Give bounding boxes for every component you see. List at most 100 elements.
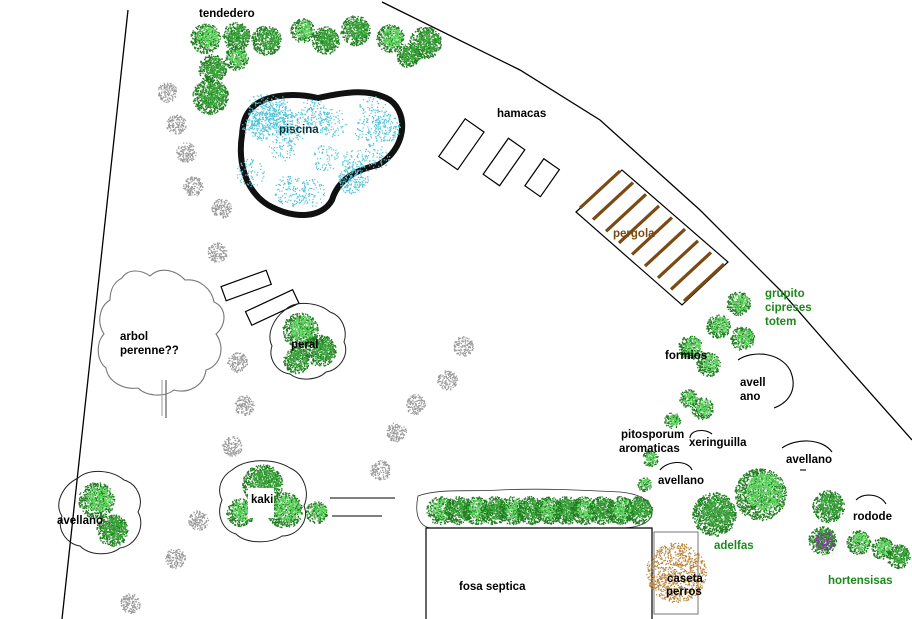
hamaca-3 [524,157,561,198]
label-formios: formios [665,350,707,362]
labels: tendedero piscina hamacas pergola grupit… [57,8,893,598]
gray-bush-4 [211,198,233,219]
tendedero-bush-11-hl [401,45,420,63]
label-avell: avell [740,377,766,389]
tendedero-bush-8-hl [204,57,225,78]
boundary-left [61,9,129,619]
arbol-perenne-outline [97,269,225,396]
label-adelfas: adelfas [714,540,754,552]
tendedero-bush-2-hl [258,29,280,50]
hort-b-purple [814,530,836,551]
pergola-beam-7 [669,251,713,291]
peral-bush-a-hl [290,315,317,342]
kaki-foliage [226,464,328,529]
gray-bush-2 [176,142,197,163]
pergola-beam-4 [630,216,674,256]
gray-bush-11 [120,593,141,615]
avellano-circle-big [737,353,794,409]
gray-bush-15 [386,422,408,443]
label-rodode: rodode [853,511,892,523]
tendedero-bushes [190,15,442,116]
right-shrub-3-hl [645,452,657,464]
label-perros: perros [666,586,702,598]
hamaca-1 [437,118,485,171]
pool-speck-23 [338,170,365,195]
avellano-left-outline [58,471,142,555]
hortensias-shrubs [808,490,911,570]
gray-bush-1 [166,114,187,135]
bench-2 [244,288,300,327]
pool-speck-12 [268,134,296,162]
peral-bush-b-hl [311,338,335,361]
peral-bush-c-hl [289,350,308,369]
avellano-circle-mid [659,461,693,471]
label-peral: peral [291,339,319,351]
tendedero-bush-4-hl [317,29,338,50]
pergola-beam-8 [682,262,726,303]
benches [220,269,300,327]
pool-speck-21 [313,145,339,171]
label-cipreses: cipreses [765,302,812,314]
cipres-2-hl [736,329,753,347]
label-xeringuilla: xeringuilla [689,437,747,449]
hort-c-hl [851,533,870,551]
cipres-4-hl [701,354,720,373]
cipres-1-hl [711,316,729,334]
cipreses-group [678,291,756,377]
caseta-fill [646,542,708,603]
avellano-left-foliage [78,482,129,548]
tendedero-bush-3-hl [295,20,314,38]
gray-bush-3 [183,176,204,197]
label-hortensisas: hortensisas [828,575,893,587]
pool-speck-14 [298,178,325,207]
right-shrub-0-hl [683,391,697,405]
label-pitosporum: pitosporum [621,429,684,441]
pool-speck-9 [236,159,265,188]
tendedero-bush-5-hl [347,19,369,40]
tendedero-bush-6-hl [383,27,403,48]
label-avellano-mid: avellano [658,475,704,487]
adelfa-b-hl [745,473,783,511]
bench-1 [220,269,273,302]
hamaca-2 [482,137,526,187]
property-boundary [61,1,912,619]
pool-speck-20 [247,102,276,131]
gray-bush-0 [158,82,177,103]
avellano-circles [659,353,887,505]
boundary-top-right [381,1,912,441]
right-shrub-1-hl [696,399,713,416]
adelfa-a-hl [702,496,734,528]
label-totem: totem [765,316,796,328]
pool-speck-25 [269,106,299,133]
hort-e-hl [891,546,910,564]
pool-speck-19 [303,105,331,134]
avleft-bush-b-hl [103,517,127,541]
pool [236,89,406,219]
pool-speck-4 [373,114,401,142]
tendedero-bush-9-hl [229,49,248,67]
gray-bush-16 [370,460,391,481]
pool-speck-3 [354,116,382,145]
avellano-left [58,471,142,555]
pergola-beam-3 [617,204,661,245]
hedge-bush-11-hl [630,499,652,519]
cipres-0-hl [731,293,750,311]
label-kaki: kaki [251,494,273,506]
label-avellano-right: avellano [786,454,832,466]
hedge [416,488,654,529]
label-tendedero: tendedero [199,8,255,20]
label-ano: ano [740,391,760,403]
peral-foliage [282,312,337,375]
gray-bushes [120,82,474,615]
hort-d-hl [876,539,892,556]
gray-bush-7 [234,395,255,416]
peral-outline [269,303,347,380]
kaki-bush-d-hl [310,503,327,520]
kaki-label-box [248,488,274,518]
gray-bush-8 [222,436,243,457]
pool-speck-0 [318,109,348,138]
label-pergola: pergola [613,228,655,240]
label-piscina: piscina [279,124,319,136]
